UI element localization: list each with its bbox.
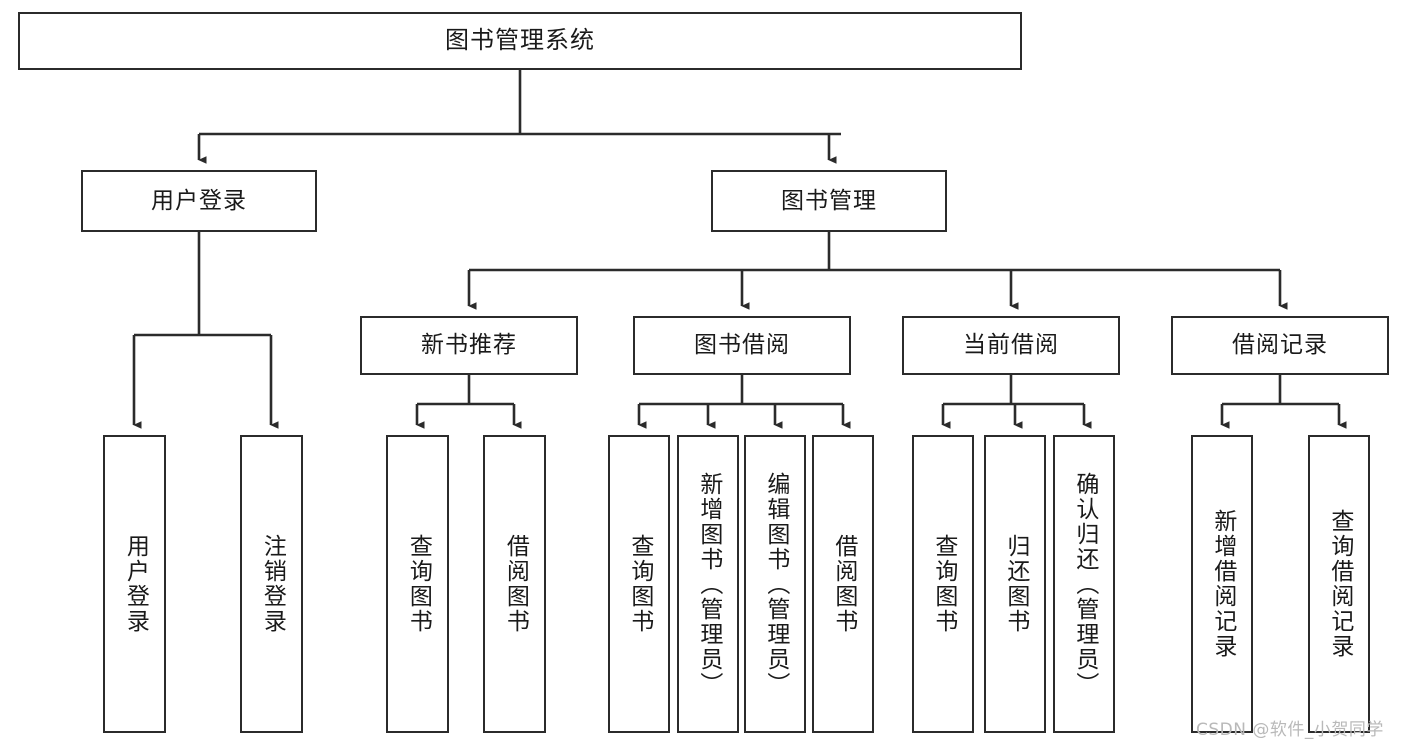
- node-label: 借阅图书: [830, 534, 857, 634]
- node-label: 查询图书: [930, 534, 957, 634]
- node-leaf-edit-book-admin[interactable]: 编辑图书（管理员）: [744, 435, 806, 733]
- node-leaf-user-login[interactable]: 用户登录: [103, 435, 166, 733]
- node-label: 图书借阅: [694, 332, 790, 359]
- node-borrow-record[interactable]: 借阅记录: [1171, 316, 1389, 375]
- node-label: 图书管理: [781, 187, 877, 214]
- node-label: 查询图书: [626, 534, 653, 634]
- node-leaf-query-book-current[interactable]: 查询图书: [912, 435, 974, 733]
- node-leaf-add-book-admin[interactable]: 新增图书（管理员）: [677, 435, 739, 733]
- node-label: 新书推荐: [421, 332, 517, 359]
- node-leaf-return-book[interactable]: 归还图书: [984, 435, 1046, 733]
- node-leaf-query-book-rec[interactable]: 查询图书: [386, 435, 449, 733]
- node-label: 确认归还（管理员）: [1071, 471, 1098, 697]
- node-leaf-logout-login[interactable]: 注销登录: [240, 435, 303, 733]
- node-label: 新增图书（管理员）: [695, 471, 722, 697]
- node-leaf-query-book-borrow[interactable]: 查询图书: [608, 435, 670, 733]
- node-leaf-confirm-return-admin[interactable]: 确认归还（管理员）: [1053, 435, 1115, 733]
- node-label: 图书管理系统: [445, 26, 595, 55]
- node-label: 归还图书: [1002, 534, 1029, 634]
- node-label: 用户登录: [151, 187, 247, 214]
- node-book-borrow[interactable]: 图书借阅: [633, 316, 851, 375]
- node-user-login[interactable]: 用户登录: [81, 170, 317, 232]
- node-leaf-borrow-book-rec[interactable]: 借阅图书: [483, 435, 546, 733]
- node-label: 当前借阅: [963, 332, 1059, 359]
- node-label: 新增借阅记录: [1209, 509, 1236, 659]
- node-label: 查询借阅记录: [1326, 509, 1353, 659]
- node-leaf-add-borrow-record[interactable]: 新增借阅记录: [1191, 435, 1253, 733]
- node-book-manage[interactable]: 图书管理: [711, 170, 947, 232]
- node-label: 借阅图书: [502, 534, 529, 634]
- csdn-watermark: CSDN @软件_小贺同学: [1196, 720, 1384, 740]
- node-label: 借阅记录: [1232, 332, 1328, 359]
- node-leaf-query-borrow-record[interactable]: 查询借阅记录: [1308, 435, 1370, 733]
- node-leaf-borrow-book-borrow[interactable]: 借阅图书: [812, 435, 874, 733]
- node-label: 用户登录: [122, 534, 149, 634]
- node-new-book-rec[interactable]: 新书推荐: [360, 316, 578, 375]
- node-label: 注销登录: [259, 534, 286, 634]
- node-current-borrow[interactable]: 当前借阅: [902, 316, 1120, 375]
- node-root-system[interactable]: 图书管理系统: [18, 12, 1022, 70]
- node-label: 查询图书: [405, 534, 432, 634]
- node-label: 编辑图书（管理员）: [762, 471, 789, 697]
